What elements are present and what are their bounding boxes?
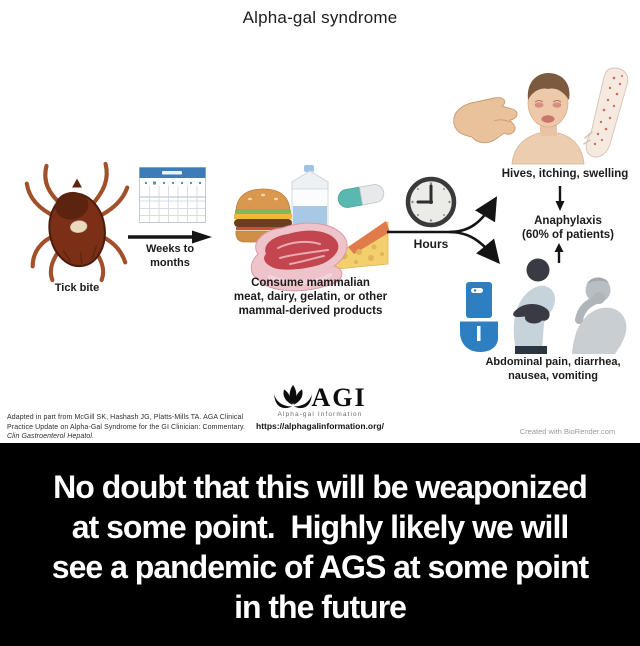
calendar-icon	[139, 167, 206, 223]
allergic-reaction-illustration	[453, 67, 629, 165]
weeks-to-months-label: Weeks to months	[145, 243, 195, 269]
clock-icon	[405, 176, 457, 228]
consume-products-label: Consume mammalian meat, dairy, gelatin, …	[233, 277, 388, 317]
caption-band: No doubt that this will be weaponized at…	[0, 443, 640, 646]
branch-arrows-icon	[387, 196, 500, 265]
citation-journal: Clin Gastroenterol Hepatol.	[7, 433, 95, 441]
swollen-face-icon	[511, 73, 585, 165]
caption-line: at some point. Highly likely we will	[71, 509, 569, 545]
gi-symptoms-label: Abdominal pain, diarrhea, nausea, vomiti…	[485, 356, 621, 382]
citation-body: Adapted in part from McGill SK, Hashash …	[7, 414, 246, 431]
abdominal-pain-person-icon	[513, 258, 555, 354]
biorender-credit: Created with BioRender.com	[519, 427, 616, 436]
toilet-icon	[460, 282, 498, 352]
tick-bite-label: Tick bite	[54, 282, 100, 294]
agi-logo-text: AGI	[311, 382, 367, 412]
vomiting-person-icon	[572, 277, 627, 354]
up-arrow-icon	[554, 243, 564, 263]
page-title: Alpha-gal syndrome	[242, 8, 398, 27]
scratching-hand-icon	[453, 97, 518, 144]
agi-logo-url: https://alphagalinformation.org/	[256, 421, 384, 431]
pill-capsule-icon	[337, 184, 385, 208]
citation-text: Adapted in part from McGill SK, Hashash …	[7, 413, 247, 442]
caption-line: No doubt that this will be weaponized	[53, 469, 588, 505]
agi-logo-block: AGI Alpha-gal Information https://alphag…	[240, 384, 400, 431]
lotus-icon	[274, 384, 313, 409]
caption-line: see a pandemic of AGS at some point	[51, 549, 589, 585]
rash-arm-icon	[583, 67, 629, 158]
right-arrow-icon	[128, 230, 212, 244]
lone-star-tick-icon	[24, 161, 130, 283]
mammalian-foods-icon	[234, 165, 390, 292]
hives-label: Hives, itching, swelling	[501, 168, 629, 180]
anaphylaxis-label: Anaphylaxis (60% of patients)	[521, 215, 614, 241]
caption-line: in the future	[234, 589, 407, 625]
hours-label: Hours	[413, 237, 449, 251]
agi-logo-subtitle: Alpha-gal Information	[277, 411, 363, 418]
gi-symptoms-illustration	[460, 258, 627, 354]
down-arrow-icon	[555, 186, 565, 211]
steak-icon	[250, 222, 348, 292]
